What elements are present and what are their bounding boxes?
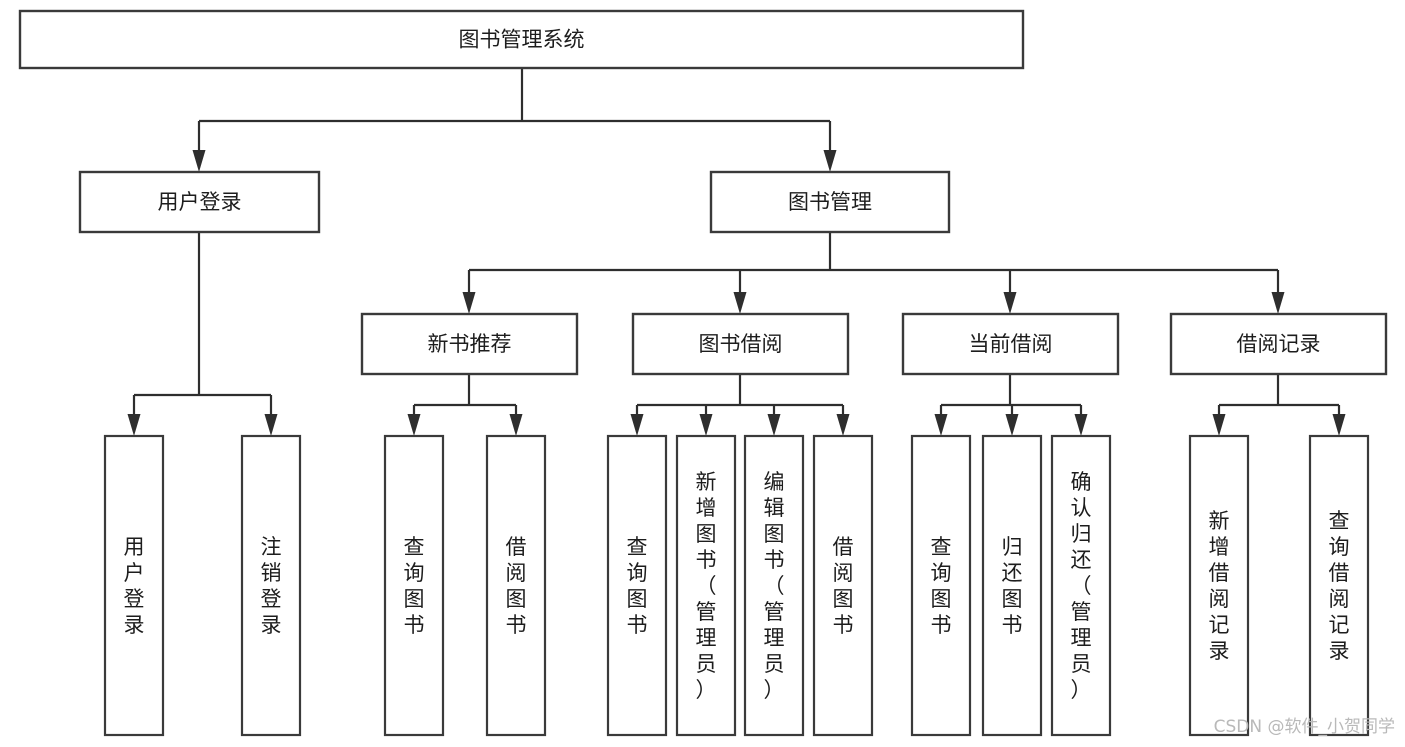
- node-label: 查询借阅记录: [1329, 509, 1350, 663]
- node-label: 新增借阅记录: [1209, 509, 1230, 663]
- node-leaf-borrow-book-rec[interactable]: 借阅图书: [485, 434, 547, 737]
- node-label: 当前借阅: [969, 332, 1053, 356]
- node-leaf-query-book-borrow[interactable]: 查询图书: [606, 434, 668, 737]
- node-box[interactable]: [675, 434, 737, 737]
- node-box[interactable]: [901, 312, 1120, 376]
- connector-group-new-book-rec: [407, 374, 523, 436]
- arrow-head-icon: [1003, 292, 1017, 314]
- node-label: 图书借阅: [699, 332, 783, 356]
- node-leaf-confirm-return[interactable]: 确认归还（管理员）: [1050, 434, 1112, 737]
- connector-group-user-login: [127, 232, 278, 436]
- arrow-head-icon: [192, 150, 206, 172]
- node-book-borrow[interactable]: 图书借阅: [631, 312, 850, 376]
- arrow-head-icon: [699, 414, 713, 436]
- node-leaf-user-login[interactable]: 用户登录: [103, 434, 165, 737]
- connector-group-book-borrow: [630, 374, 850, 436]
- node-leaf-query-book-current[interactable]: 查询图书: [910, 434, 972, 737]
- node-root[interactable]: 图书管理系统: [18, 9, 1025, 70]
- node-leaf-user-logout[interactable]: 注销登录: [240, 434, 302, 737]
- node-box[interactable]: [18, 9, 1025, 70]
- node-label: 编辑图书（管理员）: [764, 470, 785, 702]
- node-box[interactable]: [910, 434, 972, 737]
- node-leaf-query-book-rec[interactable]: 查询图书: [383, 434, 445, 737]
- csdn-watermark: CSDN @软件_小贺同学: [1214, 717, 1395, 737]
- arrow-head-icon: [934, 414, 948, 436]
- node-layer: 图书管理系统用户登录图书管理新书推荐图书借阅当前借阅借阅记录用户登录注销登录查询…: [18, 9, 1388, 737]
- arrow-head-icon: [1271, 292, 1285, 314]
- node-new-book-rec[interactable]: 新书推荐: [360, 312, 579, 376]
- node-label: 借阅图书: [506, 535, 527, 637]
- arrow-head-icon: [1332, 414, 1346, 436]
- node-borrow-record[interactable]: 借阅记录: [1169, 312, 1388, 376]
- node-box[interactable]: [1188, 434, 1250, 737]
- node-box[interactable]: [981, 434, 1043, 737]
- node-box[interactable]: [1169, 312, 1388, 376]
- node-box[interactable]: [709, 170, 951, 234]
- node-label: 图书管理系统: [459, 28, 585, 52]
- watermark-layer: CSDN @软件_小贺同学: [1214, 717, 1395, 737]
- node-current-borrow[interactable]: 当前借阅: [901, 312, 1120, 376]
- arrow-head-icon: [264, 414, 278, 436]
- node-label: 用户登录: [124, 535, 145, 637]
- node-box[interactable]: [631, 312, 850, 376]
- connector-group-root: [192, 68, 837, 172]
- node-label: 用户登录: [158, 190, 242, 214]
- node-label: 确认归还（管理员）: [1071, 470, 1092, 702]
- node-book-manage[interactable]: 图书管理: [709, 170, 951, 234]
- node-label: 图书管理: [788, 190, 872, 214]
- node-box[interactable]: [103, 434, 165, 737]
- arrow-head-icon: [407, 414, 421, 436]
- node-label: 查询图书: [931, 535, 952, 637]
- node-label: 借阅记录: [1237, 332, 1321, 356]
- arrow-head-icon: [836, 414, 850, 436]
- node-label: 查询图书: [627, 535, 648, 637]
- node-label: 新增图书（管理员）: [696, 470, 717, 702]
- node-label: 查询图书: [404, 535, 425, 637]
- node-user-login[interactable]: 用户登录: [78, 170, 321, 234]
- arrow-head-icon: [462, 292, 476, 314]
- arrow-head-icon: [127, 414, 141, 436]
- node-label: 归还图书: [1002, 535, 1023, 637]
- connector-group-current-borrow: [934, 374, 1088, 436]
- node-box[interactable]: [485, 434, 547, 737]
- node-box[interactable]: [1308, 434, 1370, 737]
- node-leaf-return-book[interactable]: 归还图书: [981, 434, 1043, 737]
- arrow-head-icon: [630, 414, 644, 436]
- arrow-head-icon: [767, 414, 781, 436]
- node-box[interactable]: [360, 312, 579, 376]
- node-label: 新书推荐: [428, 332, 512, 356]
- arrow-head-icon: [733, 292, 747, 314]
- node-leaf-edit-book[interactable]: 编辑图书（管理员）: [743, 434, 805, 737]
- node-box[interactable]: [240, 434, 302, 737]
- connector-group-book-manage: [462, 232, 1285, 314]
- node-label: 借阅图书: [833, 535, 854, 637]
- node-box[interactable]: [1050, 434, 1112, 737]
- node-box[interactable]: [383, 434, 445, 737]
- node-leaf-add-record[interactable]: 新增借阅记录: [1188, 434, 1250, 737]
- node-box[interactable]: [606, 434, 668, 737]
- arrow-head-icon: [1212, 414, 1226, 436]
- connector-layer: [127, 68, 1346, 436]
- arrow-head-icon: [823, 150, 837, 172]
- arrow-head-icon: [509, 414, 523, 436]
- node-box[interactable]: [743, 434, 805, 737]
- node-leaf-borrow-book[interactable]: 借阅图书: [812, 434, 874, 737]
- node-box[interactable]: [78, 170, 321, 234]
- arrow-head-icon: [1005, 414, 1019, 436]
- node-box[interactable]: [812, 434, 874, 737]
- node-label: 注销登录: [261, 535, 282, 637]
- arrow-head-icon: [1074, 414, 1088, 436]
- connector-group-borrow-record: [1212, 374, 1346, 436]
- node-leaf-query-record[interactable]: 查询借阅记录: [1308, 434, 1370, 737]
- node-leaf-add-book[interactable]: 新增图书（管理员）: [675, 434, 737, 737]
